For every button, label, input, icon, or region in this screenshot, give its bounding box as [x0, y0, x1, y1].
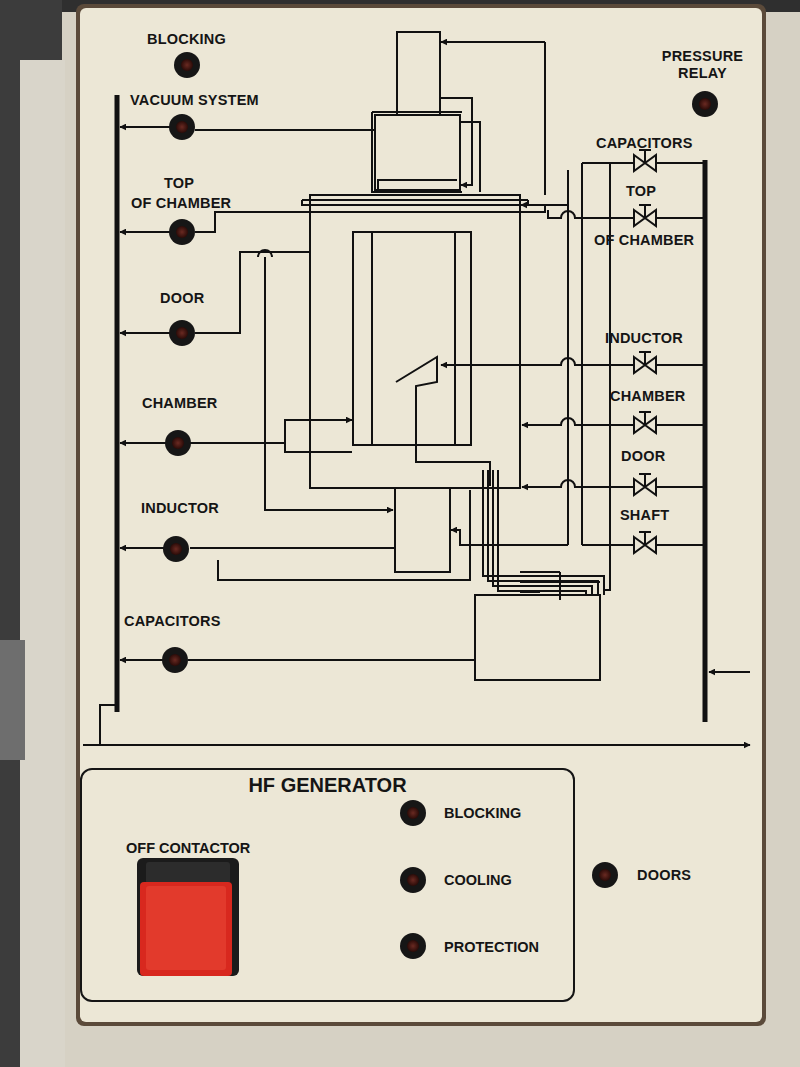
panel-label: BLOCKING — [147, 31, 226, 48]
panel-label: TOP — [164, 175, 194, 192]
enclosure-side — [20, 60, 65, 1067]
push-button — [137, 858, 239, 976]
panel-label: CAPACITORS — [596, 135, 693, 152]
valve-symbol — [634, 150, 656, 553]
box-label: BLOCKING — [444, 805, 521, 821]
panel-label: CHAMBER — [610, 388, 686, 405]
schematic — [83, 32, 750, 745]
panel-label: SHAFT — [620, 507, 669, 524]
panel-label: PRESSURE RELAY — [655, 48, 750, 82]
panel-face — [80, 8, 762, 1022]
panel-label: DOOR — [160, 290, 204, 307]
panel-label: OF CHAMBER — [594, 232, 694, 249]
panel-label: CHAMBER — [142, 395, 218, 412]
generator-panel-box: HF GENERATOR OFF CONTACTOR BLOCKING COOLING… — [80, 768, 575, 1002]
panel-label: VACUUM SYSTEM — [130, 92, 259, 109]
hinge — [0, 640, 25, 760]
panel-label: CAPACITORS — [124, 613, 221, 630]
panel-label: DOOR — [621, 448, 665, 465]
panel-frame — [76, 4, 766, 1026]
panel-label: INDUCTOR — [605, 330, 683, 347]
panel-label: INDUCTOR — [141, 500, 219, 517]
panel-label: OF CHAMBER — [131, 195, 231, 212]
box-label: OFF CONTACTOR — [126, 840, 250, 856]
box-label: COOLING — [444, 872, 512, 888]
box-heading: HF GENERATOR — [82, 774, 573, 797]
panel-label: DOORS — [637, 867, 691, 884]
box-label: PROTECTION — [444, 939, 539, 955]
indicator-lamp — [162, 52, 718, 959]
panel-label: TOP — [626, 183, 656, 200]
